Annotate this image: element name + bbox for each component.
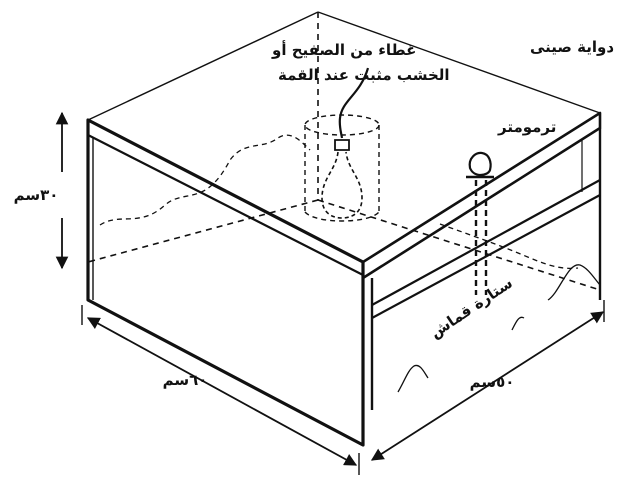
thermometer-label: ترمومتر: [497, 118, 556, 136]
cover-label-line1: غطاء من الصفيح أو: [271, 40, 416, 59]
lamp-socket: [334, 139, 350, 151]
thermometer: [466, 151, 494, 295]
width-label: ٥٠سم: [470, 373, 515, 391]
length-dimension-line: [86, 317, 358, 466]
curtain-folds: [99, 134, 601, 393]
thermometer-head: [468, 151, 492, 177]
cover-label-line2: الخشب مثبت عند القمة: [278, 66, 450, 84]
back-bottom-edge-left: [87, 199, 319, 263]
top-cover-outline: [87, 11, 601, 121]
width-dimension-line: [370, 311, 605, 461]
curtain-label: ستارة قماش: [427, 274, 516, 342]
thermometer-stem: [474, 180, 488, 295]
front-right-panel: [361, 111, 602, 410]
glass-cylinder: [304, 114, 380, 222]
lamp-fixture: [304, 67, 380, 222]
length-label: ٦٠سم: [163, 371, 208, 389]
back-bottom-edge-right: [317, 199, 601, 291]
hidden-edges: [87, 12, 601, 291]
front-left-panel: [86, 118, 365, 447]
height-label: ٣٠سم: [14, 186, 59, 204]
light-bulb: [321, 151, 363, 219]
lamp-label: دواية صينى: [530, 38, 614, 56]
lamp-wire: [338, 67, 370, 139]
dimension-lines: [55, 111, 605, 475]
